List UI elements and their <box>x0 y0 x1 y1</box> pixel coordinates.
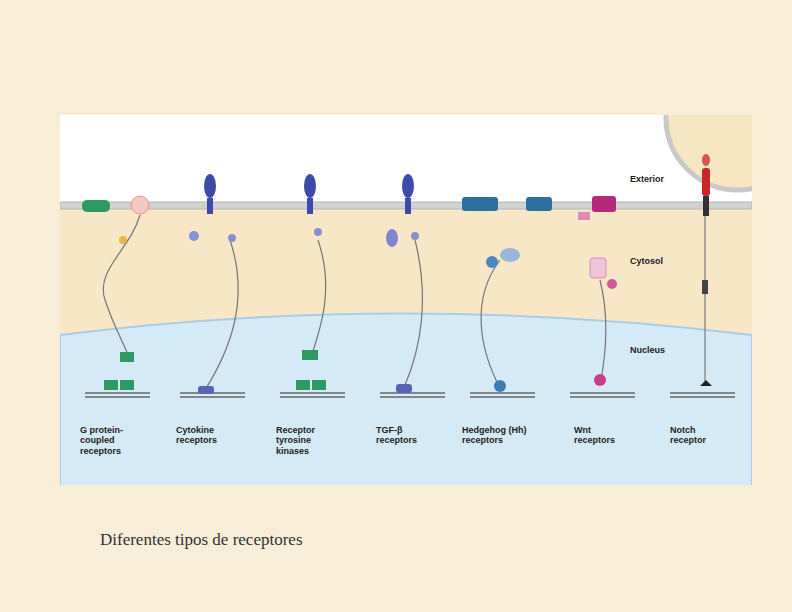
receptor-name: Cytokine receptors <box>176 425 246 446</box>
receptor-name: Notch receptor <box>670 425 732 446</box>
receptor-name: Wnt receptors <box>574 425 632 446</box>
receptor-name: Hedgehog (Hh) receptors <box>462 425 554 446</box>
signal-paths <box>103 215 705 390</box>
region-label: Cytosol <box>630 256 690 266</box>
cytosol-ground <box>60 206 752 485</box>
exterior-ground <box>60 115 752 485</box>
region-label: Exterior <box>630 174 690 184</box>
notch-receptor <box>700 154 712 386</box>
receptor-name: G protein-coupled receptors <box>80 425 154 456</box>
cytokine-receptor <box>189 174 236 394</box>
dna-strands <box>85 393 735 397</box>
receptor-tyrosine-kinase <box>296 174 326 390</box>
receptor-name: TGF-β receptors <box>376 425 438 446</box>
nucleus-ground <box>60 314 752 486</box>
gpcr <box>82 196 149 390</box>
wnt-receptor <box>578 196 617 386</box>
caption: Diferentes tipos de receptores <box>100 530 303 550</box>
receptor-name: Receptor tyrosine kinases <box>276 425 346 456</box>
tgf-beta-receptor <box>386 174 419 393</box>
hedgehog-receptor <box>462 197 552 392</box>
region-label: Nucleus <box>630 345 690 355</box>
